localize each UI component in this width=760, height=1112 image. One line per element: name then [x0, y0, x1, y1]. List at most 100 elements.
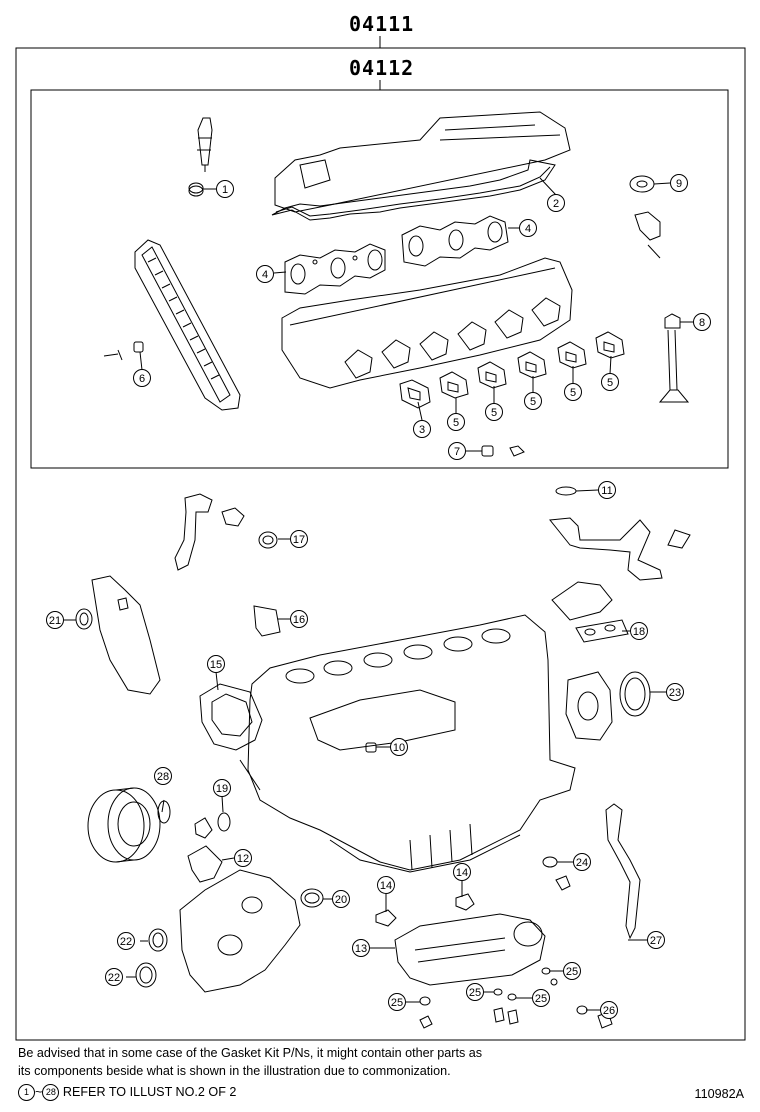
exhaust-manifold-drawing [551, 581, 629, 643]
callout-17: 17 [290, 530, 308, 548]
callout-26: 26 [600, 1001, 618, 1019]
svg-text:15: 15 [210, 659, 222, 671]
kit-number-outer: 04111 [349, 12, 415, 36]
water-pump-gasket-drawing [199, 683, 263, 751]
exhaust-gaskets-drawing [399, 331, 625, 409]
head-cover-gasket-drawing [271, 159, 556, 221]
callout-4-right: 4 [519, 219, 537, 237]
manifold-gasket-right-drawing [401, 215, 509, 267]
seal-22a-drawing [148, 928, 168, 952]
oil-cooler-drawing [394, 913, 546, 986]
water-pipe-drawing [174, 493, 245, 571]
callout-21: 21 [46, 611, 64, 629]
cylinder-head-drawing [281, 257, 573, 389]
kit-number-inner: 04112 [349, 56, 415, 80]
svg-text:5: 5 [607, 377, 613, 389]
outer-frame [15, 47, 746, 1041]
commonization-note: Be advised that in some case of the Gask… [18, 1044, 482, 1080]
svg-text:1: 1 [222, 184, 228, 196]
svg-text:28: 28 [157, 771, 169, 783]
callout-11: 11 [598, 481, 616, 499]
svg-text:26: 26 [603, 1005, 615, 1017]
range-separator: ~ [35, 1084, 43, 1099]
callout-25-c: 25 [532, 989, 550, 1007]
svg-text:5: 5 [453, 417, 459, 429]
svg-text:10: 10 [393, 742, 405, 754]
callout-4-left: 4 [256, 265, 274, 283]
svg-text:3: 3 [419, 424, 425, 436]
svg-text:19: 19 [216, 783, 228, 795]
callout-5-d: 5 [564, 383, 582, 401]
svg-text:11: 11 [601, 485, 612, 497]
callout-7: 7 [448, 442, 466, 460]
svg-text:5: 5 [491, 407, 497, 419]
range-start-circle: 1 [18, 1084, 35, 1101]
gasket-14b-drawing [455, 893, 475, 911]
svg-text:5: 5 [570, 387, 576, 399]
svg-text:25: 25 [566, 966, 578, 978]
oil-pump-case-drawing [179, 869, 301, 993]
svg-text:14: 14 [380, 880, 392, 892]
svg-text:27: 27 [650, 935, 662, 947]
callout-5-a: 5 [447, 413, 465, 431]
oil-strainer-drawing [549, 486, 691, 581]
callout-5-e: 5 [601, 373, 619, 391]
plug-7-drawing [481, 445, 525, 457]
svg-text:24: 24 [576, 857, 588, 869]
timing-belt-drawing [134, 239, 241, 411]
callout-25-d: 25 [388, 993, 406, 1011]
callout-14-b: 14 [453, 863, 471, 881]
svg-text:4: 4 [262, 269, 268, 281]
dipstick-guide-drawing [605, 803, 648, 941]
crank-pulley-drawing [87, 787, 161, 863]
callout-23: 23 [666, 683, 684, 701]
small-bolt-drawing [103, 341, 144, 361]
svg-text:8: 8 [699, 317, 705, 329]
refer-text: REFER TO ILLUST NO.2 OF 2 [62, 1084, 237, 1099]
note-line-1: Be advised that in some case of the Gask… [18, 1046, 483, 1060]
callout-14-a: 14 [377, 876, 395, 894]
svg-text:22: 22 [120, 936, 132, 948]
plug-10-drawing [365, 742, 377, 753]
callout-28: 28 [154, 767, 172, 785]
svg-text:25: 25 [391, 997, 403, 1009]
gasket-14a-drawing [375, 909, 397, 927]
callout-12: 12 [234, 849, 252, 867]
svg-text:12: 12 [237, 853, 249, 865]
callouts: 1 2 3 4 4 5 5 5 5 5 5 6 7 8 9 10 11 12 1… [46, 174, 711, 1019]
valve-drawing [658, 313, 690, 403]
callout-8: 8 [693, 313, 711, 331]
callout-5-b: 5 [485, 403, 503, 421]
range-end-circle: 28 [42, 1084, 60, 1101]
svg-text:20: 20 [335, 894, 347, 906]
timing-cover-drawing [91, 575, 161, 695]
seal-22b-drawing [135, 962, 157, 988]
svg-text:13: 13 [355, 943, 367, 955]
callout-24: 24 [573, 853, 591, 871]
callout-leaders [64, 177, 694, 1011]
gasket-16-drawing [253, 605, 281, 637]
head-cover-drawing [274, 111, 571, 213]
gasket-12-drawing [187, 845, 223, 883]
callout-18: 18 [630, 622, 648, 640]
svg-text:21: 21 [49, 615, 61, 627]
oil-seal-9-drawing [629, 175, 661, 259]
callout-25-b: 25 [466, 983, 484, 1001]
inner-frame [30, 89, 729, 469]
illustration-code: 110982A [694, 1087, 745, 1101]
svg-text:6: 6 [139, 373, 145, 385]
callout-27: 27 [647, 931, 665, 949]
svg-text:17: 17 [293, 534, 305, 546]
manifold-gasket-left-drawing [284, 243, 386, 295]
svg-text:22: 22 [108, 972, 120, 984]
o-ring-20-drawing [300, 888, 324, 908]
callout-9: 9 [670, 174, 688, 192]
callout-13: 13 [352, 939, 370, 957]
oil-seal-21-drawing [75, 608, 93, 630]
svg-text:25: 25 [469, 987, 481, 999]
svg-text:2: 2 [553, 198, 559, 210]
callout-3: 3 [413, 420, 431, 438]
svg-text:18: 18 [633, 626, 645, 638]
refer-line: 1~28 REFER TO ILLUST NO.2 OF 2 [18, 1084, 236, 1101]
